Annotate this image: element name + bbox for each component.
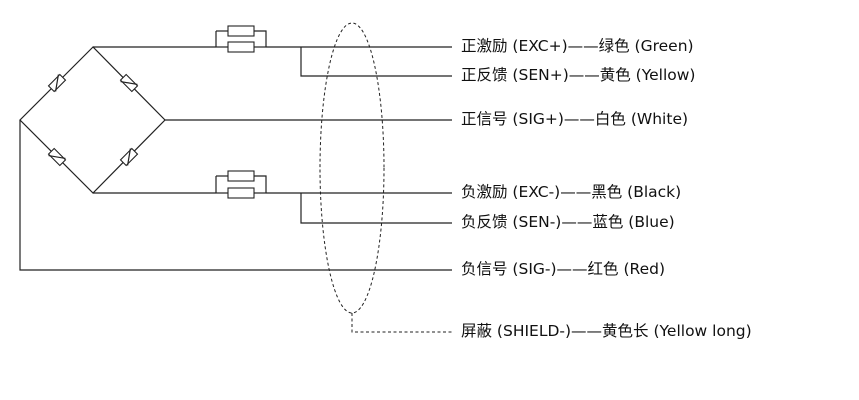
compensation-resistor-bottom-a [227,170,255,182]
compensation-resistor-top-a [227,25,255,37]
bridge-resistor-lower-left [47,147,67,167]
wire-label-shield: 屏蔽 (SHIELD-)——黄色长 (Yellow long) [461,322,752,340]
exc-plus-wire [93,25,452,53]
bridge-resistor-upper-left [47,73,67,93]
wire-label-exc-minus: 负激励 (EXC-)——黑色 (Black) [461,183,682,201]
wire-label-sig-minus: 负信号 (SIG-)——红色 (Red) [461,260,666,278]
bridge-outline [19,46,166,194]
sen-plus-wire [300,47,452,77]
wire-label-sen-plus: 正反馈 (SEN+)——黄色 (Yellow) [461,66,696,84]
wire-label-sen-minus: 负反馈 (SEN-)——蓝色 (Blue) [461,213,675,231]
bridge-resistor-lower-right [119,147,139,167]
shield-ellipse [319,22,385,314]
compensation-resistor-top-b [227,41,255,53]
bridge-resistor-upper-right [119,73,139,93]
sen-minus-wire [300,193,452,224]
wheatstone-bridge [19,46,166,194]
wire-label-exc-plus: 正激励 (EXC+)——绿色 (Green) [461,37,694,55]
wire-label-sig-plus: 正信号 (SIG+)——白色 (White) [461,110,689,128]
exc-minus-wire [93,170,452,199]
cable-shield [319,22,452,333]
compensation-resistor-bottom-b [227,187,255,199]
sig-minus-wire [19,120,452,271]
shield-lead [351,313,452,333]
